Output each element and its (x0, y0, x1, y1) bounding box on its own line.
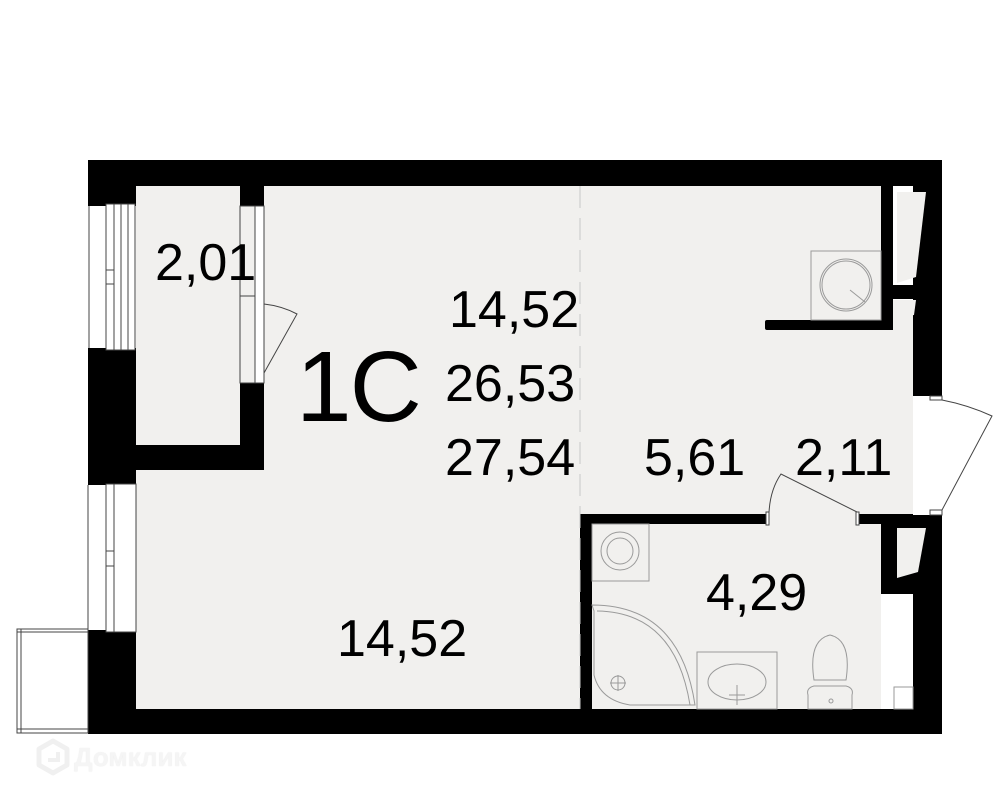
watermark-text: Домклик (74, 741, 187, 772)
house-logo-icon (36, 738, 70, 776)
ventilation-shafts (894, 192, 926, 578)
bathroom-fixtures (591, 523, 914, 710)
walls (88, 160, 942, 734)
balcony-floor (136, 186, 240, 445)
balcony-area: 2,01 (155, 234, 257, 292)
window-balcony (88, 203, 136, 351)
apartment-type: 1С (296, 331, 422, 443)
area-without-balcony-summary: 26,53 (445, 355, 576, 413)
window-room (87, 483, 137, 633)
washing-machine-icon (810, 250, 882, 321)
hallway-area: 2,11 (795, 429, 893, 487)
toilet-icon (807, 634, 853, 710)
entrance-door (913, 395, 993, 516)
bathroom-door (765, 473, 860, 526)
kitchen-area: 5,61 (644, 429, 746, 487)
bathroom-area: 4,29 (706, 564, 808, 622)
washer-icon (591, 523, 650, 582)
living-room-area: 14,52 (337, 610, 468, 668)
living-area-summary: 14,52 (449, 281, 580, 339)
balcony-railing (16, 628, 89, 734)
watermark: Домклик (36, 738, 186, 776)
total-area-summary: 27,54 (445, 429, 576, 487)
balcony-door (239, 205, 298, 384)
shower-icon (591, 604, 696, 706)
sink-icon (696, 651, 778, 710)
